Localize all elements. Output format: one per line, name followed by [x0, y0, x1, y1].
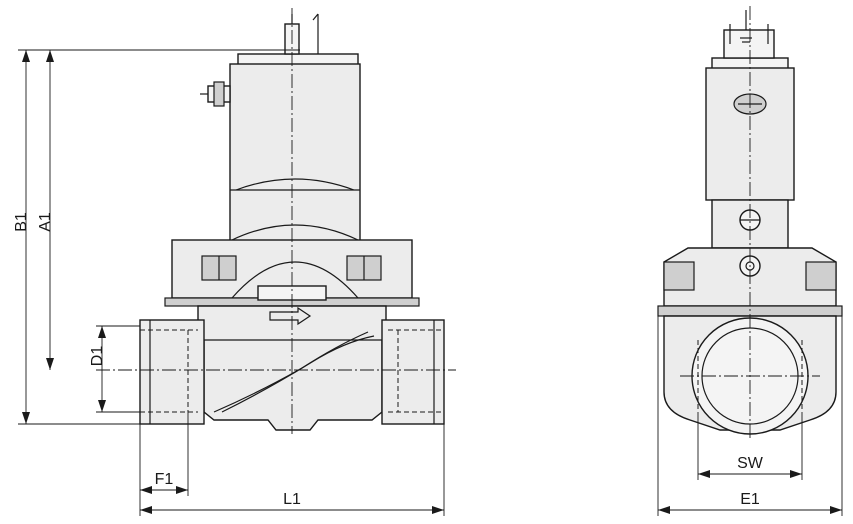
dimension-d1: D1	[89, 325, 140, 413]
dimension-sw: SW	[697, 412, 803, 480]
side-view: SW E1	[657, 6, 843, 516]
dimension-e1: E1	[657, 316, 843, 516]
dimension-l1: L1	[140, 424, 445, 516]
dimension-d1-label: D1	[89, 346, 106, 367]
dimension-a1-label: A1	[37, 212, 54, 232]
inlet-port	[139, 319, 205, 425]
flow-arrow-icon	[269, 306, 312, 326]
dimension-l1-label: L1	[283, 491, 301, 508]
dimension-f1: F1	[139, 412, 189, 516]
screw-icon	[739, 209, 761, 231]
dimension-a1: A1	[37, 50, 54, 370]
dimension-f1-label: F1	[155, 471, 174, 488]
dimension-e1-label: E1	[740, 491, 760, 508]
coil-housing	[200, 13, 361, 243]
dimension-b1-label: B1	[13, 212, 30, 232]
dimension-b1: B1	[13, 49, 300, 425]
front-view: B1 A1 D1 F1	[13, 8, 456, 516]
outlet-port	[381, 319, 445, 425]
dimension-sw-label: SW	[737, 455, 764, 472]
